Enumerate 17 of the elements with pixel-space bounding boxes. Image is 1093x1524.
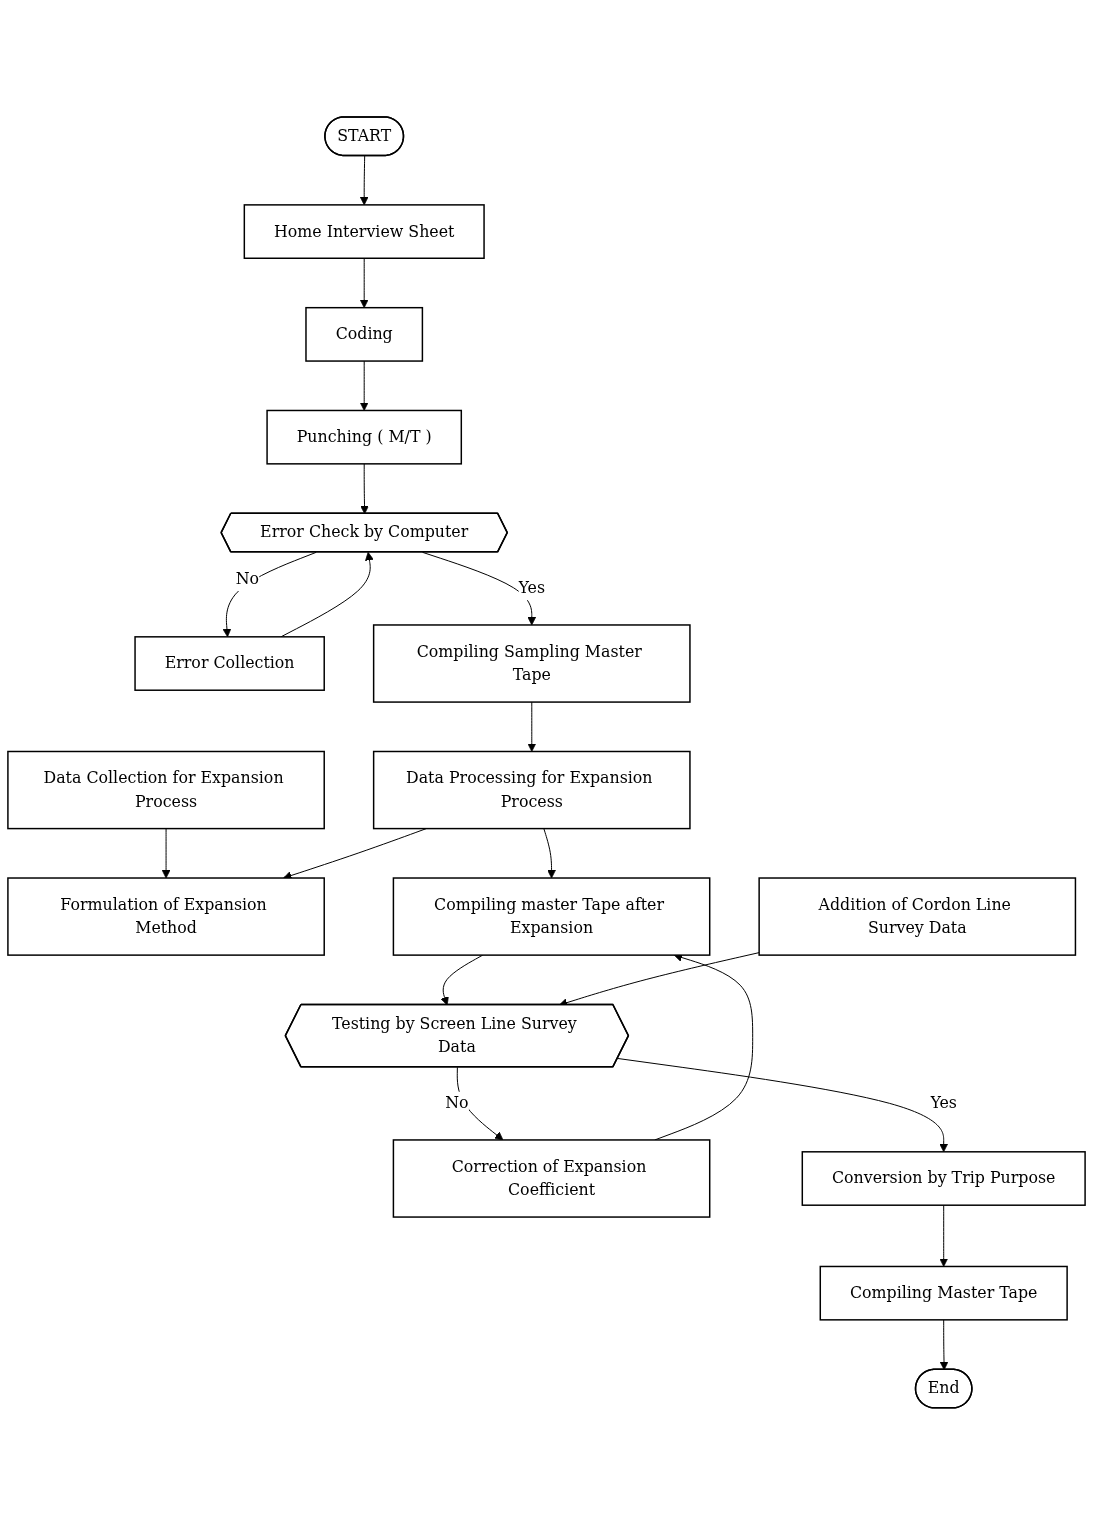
edge-label: Yes	[518, 578, 546, 597]
node-box: Punching ( M/T )	[266, 409, 463, 465]
node-box: Addition of Cordon Line Survey Data	[758, 876, 1077, 956]
node-box: Formulation of Expansion Method	[7, 876, 325, 956]
node-box: Error Collection	[134, 635, 325, 691]
node-box: Compiling master Tape after Expansion	[392, 876, 711, 956]
node-box: Coding	[305, 306, 424, 362]
edge-label: Yes	[930, 1093, 957, 1112]
node-box: Correction of Expansion Coefficient	[392, 1138, 711, 1218]
node-box: Home Interview Sheet	[243, 203, 485, 259]
edge-label: No	[445, 1093, 469, 1112]
node-box: Data Collection for Expansion Process	[7, 750, 325, 829]
node-box: Compiling Master Tape	[819, 1265, 1068, 1321]
node-box: Conversion by Trip Purpose	[801, 1150, 1086, 1206]
node-box: Compiling Sampling Master Tape	[372, 623, 691, 703]
edge-label: No	[235, 568, 260, 588]
node-box: Data Processing for Expansion Process	[372, 750, 691, 829]
